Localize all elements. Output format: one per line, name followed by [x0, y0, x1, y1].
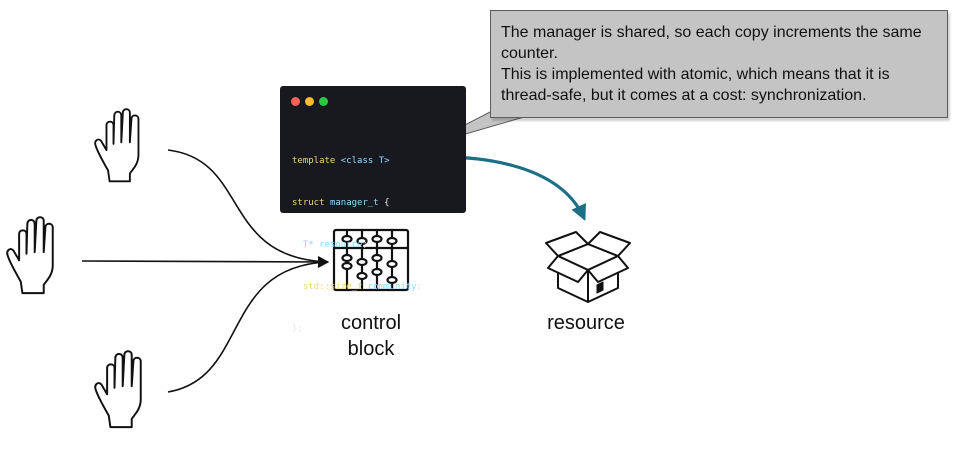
arrow-hand-top-to-control	[167, 149, 330, 268]
code-line: T* resource;	[292, 238, 422, 252]
callout-note: The manager is shared, so each copy incr…	[490, 10, 948, 118]
control-block-label: control block	[312, 310, 430, 362]
code-line: struct manager_t {	[292, 196, 422, 210]
callout-text: The manager is shared, so each copy incr…	[501, 24, 922, 62]
code-token: struct	[292, 198, 330, 208]
callout-text: This is implemented with atomic, which m…	[501, 66, 890, 104]
code-snippet-window: template <class T> struct manager_t { T*…	[280, 86, 466, 334]
control-label-line: control	[340, 312, 402, 334]
resource-label: resource	[547, 312, 625, 334]
code-token: community	[367, 282, 417, 292]
minimize-dot-icon	[305, 97, 314, 106]
control-label-line: block	[347, 338, 395, 360]
hand-icon	[94, 108, 140, 183]
abacus-icon	[332, 228, 410, 292]
arrow-hand-bottom-to-control	[167, 256, 330, 393]
code-token: {	[378, 198, 390, 208]
code-token: ;	[416, 282, 423, 292]
code-block: template <class T> struct manager_t { T*…	[292, 126, 422, 364]
code-token: std::size_t	[292, 282, 368, 292]
code-token: <class T>	[340, 156, 390, 166]
window-controls	[291, 97, 328, 106]
code-line: std::size_t community;	[292, 280, 422, 294]
hand-icon	[94, 350, 142, 429]
code-token: T* resource	[292, 240, 363, 250]
open-box-icon	[545, 231, 631, 303]
code-line: };	[292, 322, 422, 336]
maximize-dot-icon	[319, 97, 328, 106]
close-dot-icon	[291, 97, 300, 106]
code-token: };	[292, 324, 303, 334]
code-token: ;	[362, 240, 368, 250]
code-token: manager_t	[329, 198, 379, 208]
hand-icon	[6, 216, 54, 295]
arrow-hand-middle-to-control	[81, 256, 330, 268]
code-line: template <class T>	[292, 154, 422, 168]
code-token: template	[292, 156, 341, 166]
